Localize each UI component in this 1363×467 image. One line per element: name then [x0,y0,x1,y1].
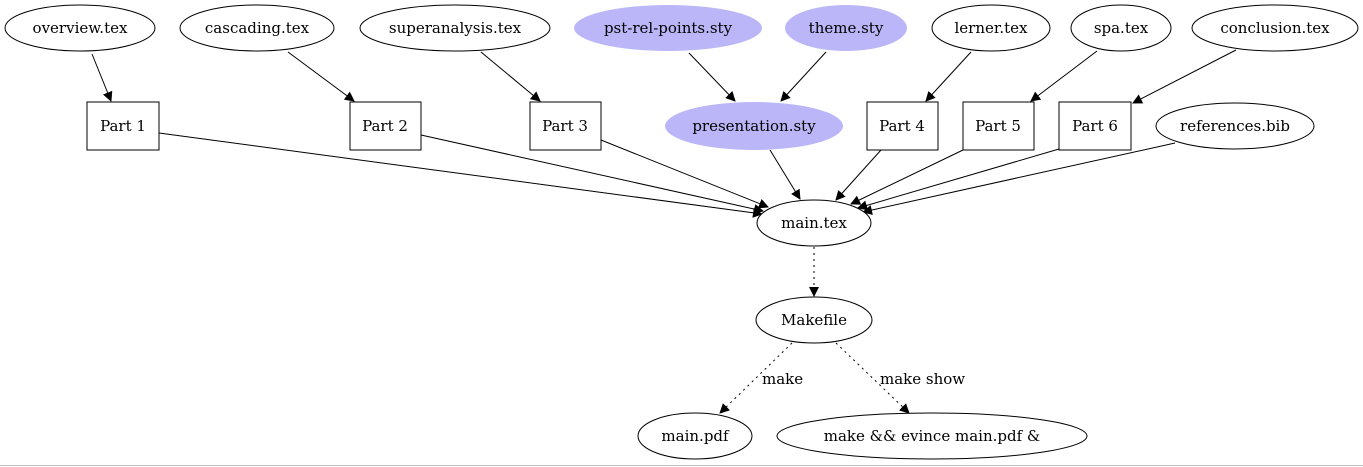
node-superanalysis-tex-label: superanalysis.tex [389,19,522,37]
node-part-1[interactable]: Part 1 [86,101,160,151]
node-spa-tex-label: spa.tex [1094,19,1149,37]
node-part-5-label: Part 5 [975,117,1021,135]
edge-pst-rel-points-to-presentation [688,52,736,102]
edge-spa-to-part5 [1030,50,1098,102]
edge-superanalysis-to-part3 [480,51,541,102]
node-part-2-label: Part 2 [362,117,408,135]
node-part-4[interactable]: Part 4 [866,101,939,151]
node-conclusion-tex-label: conclusion.tex [1220,19,1330,37]
edge-part6-to-main-tex [857,148,1060,211]
edge-label-make: make [762,370,803,388]
edge-conclusion-to-part6 [1132,49,1237,104]
node-part-6[interactable]: Part 6 [1058,101,1132,151]
edge-part1-to-main-tex [158,132,763,218]
edge-part5-to-main-tex [850,149,964,205]
node-main-tex[interactable]: main.tex [756,199,872,247]
edges [91,49,1237,414]
node-part-1-label: Part 1 [100,117,146,135]
edge-lerner-to-part4 [925,51,972,102]
edge-part3-to-main-tex [600,139,769,209]
edge-part4-to-main-tex [835,149,882,201]
node-references-bib-label: references.bib [1180,117,1290,135]
node-overview-tex-label: overview.tex [33,19,128,37]
edge-makefile-to-make-show [835,342,910,414]
node-lerner-tex[interactable]: lerner.tex [931,4,1051,52]
node-part-4-label: Part 4 [879,117,925,135]
node-main-tex-label: main.tex [781,214,847,232]
edge-part2-to-main-tex [420,134,764,214]
node-theme-sty-label: theme.sty [809,19,884,37]
node-make-show-command[interactable]: make && evince main.pdf & [776,412,1088,460]
node-makefile-label: Makefile [781,311,847,329]
node-pst-rel-points-sty-label: pst-rel-points.sty [604,19,733,37]
node-makefile[interactable]: Makefile [755,296,873,344]
node-make-show-command-label: make && evince main.pdf & [824,427,1041,445]
node-part-3-label: Part 3 [542,117,588,135]
bottom-divider [0,465,1363,466]
edge-cascading-to-part2 [287,51,355,102]
edge-presentation-to-main-tex [769,149,801,200]
edge-overview-to-part1 [91,53,113,102]
node-lerner-tex-label: lerner.tex [954,19,1028,37]
edge-references-to-main-tex [862,142,1176,215]
node-superanalysis-tex[interactable]: superanalysis.tex [359,4,551,52]
node-part-5[interactable]: Part 5 [962,101,1035,151]
edge-theme-to-presentation [780,51,827,102]
node-part-3[interactable]: Part 3 [529,101,602,151]
node-overview-tex[interactable]: overview.tex [4,4,156,52]
node-part-6-label: Part 6 [1072,117,1118,135]
node-pst-rel-points-sty[interactable]: pst-rel-points.sty [574,5,762,51]
node-cascading-tex-label: cascading.tex [205,19,310,37]
node-presentation-sty[interactable]: presentation.sty [665,102,843,150]
node-conclusion-tex[interactable]: conclusion.tex [1191,4,1359,52]
edge-label-make-show: make show [880,370,965,388]
node-spa-tex[interactable]: spa.tex [1070,4,1172,52]
node-cascading-tex[interactable]: cascading.tex [179,4,335,52]
node-part-2[interactable]: Part 2 [349,101,422,151]
node-main-pdf[interactable]: main.pdf [637,412,753,460]
node-main-pdf-label: main.pdf [661,427,730,445]
node-theme-sty[interactable]: theme.sty [785,5,907,51]
node-references-bib[interactable]: references.bib [1155,102,1315,150]
node-presentation-sty-label: presentation.sty [692,117,816,135]
